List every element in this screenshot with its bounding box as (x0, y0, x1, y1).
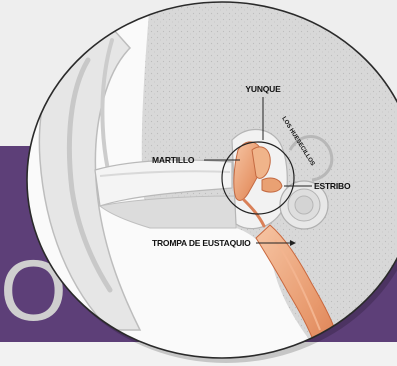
lens-content: YUNQUE MARTILLO ESTRIBO TROMPA DE EUSTAQ… (20, 0, 397, 366)
label-incus: YUNQUE (245, 84, 281, 94)
label-malleus: MARTILLO (152, 155, 195, 165)
label-eustachian-tube: TROMPA DE EUSTAQUIO (152, 238, 251, 248)
label-stapes: ESTRIBO (314, 181, 351, 191)
